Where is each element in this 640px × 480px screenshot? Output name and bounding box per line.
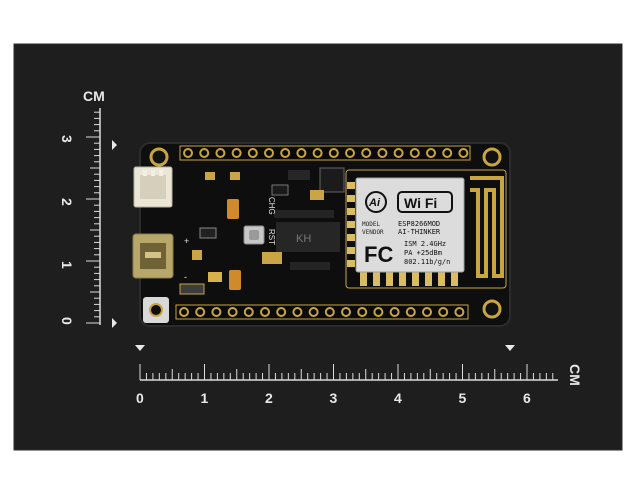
vertical-ruler-label-2: 2 [59,198,75,206]
header-pin [341,307,351,317]
module-pad [347,260,355,267]
module-pad [373,272,380,286]
battery-connector [133,166,173,208]
module-pad [386,272,393,286]
micro-usb-port [132,233,174,279]
header-pin [296,148,307,158]
pcb-board: KH CHG RST + - Ai Wi Fi MODEL VENDOR ESP… [132,142,511,327]
module-pad [347,234,355,241]
module-pad [347,182,355,189]
header-pin [312,148,323,158]
vertical-ruler-marker-bottom [112,318,117,328]
header-pin [243,307,254,317]
header-pin [345,148,355,158]
usb-serial-chip: KH [276,222,340,252]
minus-label: - [184,272,187,282]
header-pin [438,307,449,317]
vertical-ruler-unit: CM [83,88,105,104]
header-pin [231,148,242,158]
module-pad [360,272,367,286]
pin-header-top [179,145,471,161]
header-pin [308,307,319,317]
header-pin [264,148,274,158]
header-pin [426,148,436,158]
header-pin [328,148,339,158]
header-pin [247,148,258,158]
module-pad [347,221,355,228]
header-pin [377,148,388,158]
module-pad [412,272,419,286]
module-pad [438,272,445,286]
model-value: ESP8266MOD [398,220,440,228]
spec-pa: PA +25dBm [404,249,442,257]
header-pin [324,307,335,317]
header-pin [442,148,453,158]
vendor-label: VENDOR [362,229,384,236]
horizontal-ruler-marker-right [505,345,515,351]
header-pin [393,148,404,158]
header-pin [409,148,420,158]
vendor-value: AI-THINKER [398,228,441,236]
horizontal-ruler-label-5: 5 [459,390,467,406]
module-pad [347,195,355,202]
module-pad [347,247,355,254]
horizontal-ruler-label-1: 1 [201,390,209,406]
header-pin [422,307,432,317]
pcb-antenna [470,176,504,278]
chg-label: CHG [267,197,276,215]
vertical-ruler-label-3: 3 [59,135,75,143]
model-label: MODEL [362,221,380,228]
pin-header-bottom [175,304,469,320]
header-pin [280,148,291,158]
header-pin [373,307,384,317]
vertical-ruler-label-1: 1 [59,261,75,269]
module-pad [399,272,406,286]
vertical-ruler-marker-top [112,140,117,150]
header-pin [405,307,416,317]
module-pad [347,208,355,215]
header-pin [211,307,222,317]
header-pin [276,307,287,317]
plus-label: + [184,236,189,246]
header-pin [357,307,368,317]
horizontal-ruler: CM 0 1 2 3 4 5 6 [135,345,583,406]
mounting-hole-bottom-right [482,299,502,319]
vertical-ruler: CM 3 2 1 0 [59,88,117,328]
header-pin [227,307,238,317]
mounting-hole-top-right [482,147,502,167]
esp-wifi-module: Ai Wi Fi MODEL VENDOR ESP8266MOD AI-THIN… [345,169,507,289]
header-pin [458,148,469,158]
header-pin [215,148,226,158]
chip-label: KH [296,233,311,245]
header-pin [361,148,372,158]
rst-label: RST [267,229,276,245]
header-pin [183,148,193,158]
vertical-ruler-label-0: 0 [59,317,75,325]
mounting-hole-top-left [149,147,169,167]
module-pad [425,272,432,286]
horizontal-ruler-marker-left [135,345,145,351]
header-pin [195,307,206,317]
fc-mark: FC [364,242,393,267]
horizontal-ruler-label-2: 2 [265,390,273,406]
spec-ism: ISM 2.4GHz [404,240,446,248]
horizontal-ruler-label-4: 4 [394,390,402,406]
header-pin [454,307,465,317]
horizontal-ruler-label-0: 0 [136,390,144,406]
wifi-logo: Wi Fi [404,195,437,211]
module-pad [451,272,458,286]
module-shield [355,177,465,273]
horizontal-ruler-label-6: 6 [523,390,531,406]
horizontal-ruler-label-3: 3 [330,390,338,406]
header-pin [260,307,270,317]
ai-logo: Ai [368,197,381,209]
header-pin [179,307,189,317]
header-pin [389,307,400,317]
horizontal-ruler-unit: CM [567,364,583,386]
spec-80211: 802.11b/g/n [404,258,450,266]
header-pin [292,307,303,317]
header-pin [199,148,210,158]
